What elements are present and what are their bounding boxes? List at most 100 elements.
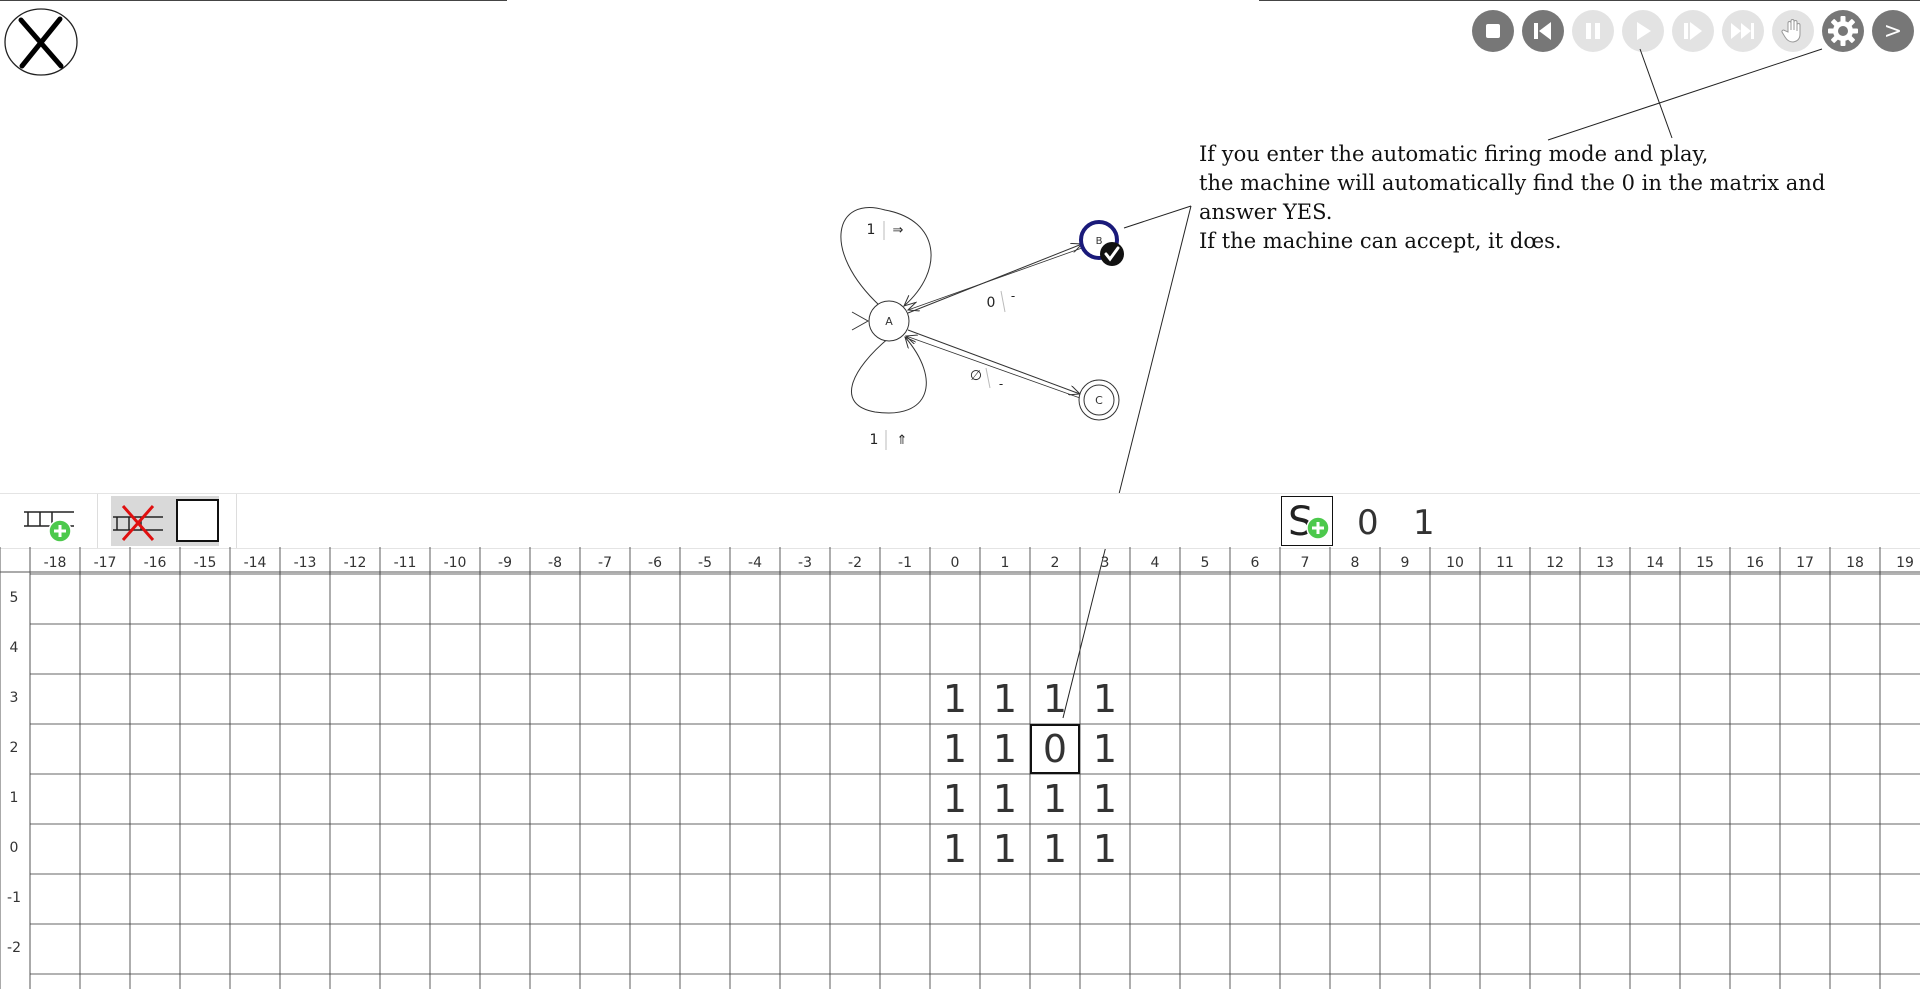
remove-tape-icon <box>113 505 163 541</box>
label-a-b: 0 - <box>987 289 1015 313</box>
tape-cell[interactable]: 1 <box>1092 727 1118 771</box>
label-a-c: ∅ - <box>970 367 1003 391</box>
row-header: 0 <box>9 840 19 856</box>
transition-a-a-bottom[interactable] <box>850 337 927 414</box>
tape-cell[interactable]: 1 <box>942 677 968 721</box>
add-tape-icon <box>24 511 74 543</box>
transition-a-c[interactable] <box>907 329 1080 394</box>
column-header: 4 <box>1150 555 1160 571</box>
state-a[interactable]: A <box>868 300 910 342</box>
column-header: 13 <box>1596 555 1614 571</box>
column-header: 17 <box>1796 555 1814 571</box>
toolbar: S <box>0 493 1920 549</box>
info-line: answer YES. <box>1199 200 1333 224</box>
fast-forward-button[interactable] <box>1722 10 1764 52</box>
column-header: -13 <box>293 555 317 571</box>
info-line: If you enter the automatic firing mode a… <box>1199 142 1709 166</box>
hand-icon <box>1781 19 1801 43</box>
tape-grid[interactable]: -18-17-16-15-14-13-12-11-10-9-8-7-6-5-4-… <box>0 547 1920 989</box>
move-symbol: ⇑ <box>897 433 908 448</box>
row-header: 4 <box>9 640 19 656</box>
state-b[interactable]: B <box>1079 220 1124 266</box>
tape-cell[interactable]: 1 <box>992 827 1018 871</box>
column-header: -4 <box>748 555 762 571</box>
close-button[interactable] <box>3 8 78 76</box>
transition-a-b[interactable] <box>907 244 1082 314</box>
tape-cell[interactable]: 1 <box>1092 827 1118 871</box>
pause-icon <box>1586 23 1600 39</box>
play-button[interactable] <box>1622 10 1664 52</box>
initial-arrow <box>851 311 870 331</box>
column-header: 19 <box>1896 555 1914 571</box>
add-symbol-icon: S <box>1288 499 1330 545</box>
move-symbol: ⇒ <box>893 223 904 238</box>
column-header: -3 <box>798 555 812 571</box>
read-symbol: 1 <box>867 222 876 238</box>
info-line: If the machine can accept, it dœs. <box>1199 229 1562 253</box>
column-header: 7 <box>1300 555 1310 571</box>
alphabet-symbol[interactable]: 1 <box>1413 503 1435 543</box>
column-header: -16 <box>143 555 167 571</box>
tape-cell[interactable]: 1 <box>1092 777 1118 821</box>
pointer-to-head-cell <box>1062 205 1192 719</box>
state-label: C <box>1095 394 1103 407</box>
column-header: 1 <box>1000 555 1010 571</box>
add-tape-button[interactable] <box>22 504 78 544</box>
read-symbol: 0 <box>987 295 996 311</box>
column-header: -6 <box>648 555 662 571</box>
tape-cell[interactable]: 1 <box>1042 677 1068 721</box>
blank-symbol-button[interactable] <box>176 499 219 542</box>
tape-cell[interactable]: 1 <box>1042 827 1068 871</box>
transition-a-a-top[interactable] <box>840 207 932 306</box>
close-x-icon <box>4 8 78 76</box>
add-symbol-button[interactable]: S <box>1281 496 1333 546</box>
settings-button[interactable] <box>1822 10 1864 52</box>
column-header: -7 <box>598 555 612 571</box>
column-header: 15 <box>1696 555 1714 571</box>
column-header: -11 <box>393 555 417 571</box>
check-icon <box>1100 242 1124 266</box>
fast-forward-icon <box>1731 23 1754 39</box>
column-header: 10 <box>1446 555 1464 571</box>
transition-c-a[interactable] <box>906 336 1081 399</box>
column-header: -18 <box>43 555 67 571</box>
step-back-button[interactable] <box>1522 10 1564 52</box>
label-a-a-top: 1 ⇒ <box>867 221 904 240</box>
column-header: 3 <box>1100 555 1110 571</box>
state-c[interactable]: C <box>1078 379 1120 421</box>
tape-cell[interactable]: 1 <box>942 727 968 771</box>
info-line: the machine will automatically find the … <box>1199 171 1826 195</box>
row-header: -2 <box>7 940 21 956</box>
play-icon <box>1637 22 1651 40</box>
column-header: -10 <box>443 555 467 571</box>
state-label: A <box>885 315 893 328</box>
tape-cell[interactable]: 1 <box>1092 677 1118 721</box>
row-header: 3 <box>9 690 19 706</box>
transition-b-a[interactable] <box>908 247 1083 310</box>
column-header: 18 <box>1846 555 1864 571</box>
gear-icon <box>1828 16 1858 46</box>
tape-cell[interactable]: 1 <box>992 677 1018 721</box>
tape-head-cell[interactable]: 0 <box>1030 724 1080 774</box>
tape-cell[interactable]: 1 <box>942 827 968 871</box>
row-header: -1 <box>7 890 21 906</box>
column-header: 12 <box>1546 555 1564 571</box>
step-forward-button[interactable] <box>1672 10 1714 52</box>
column-header: -5 <box>698 555 712 571</box>
column-header: -1 <box>898 555 912 571</box>
next-button[interactable]: > <box>1872 10 1914 52</box>
remove-tape-button[interactable] <box>111 500 165 544</box>
top-divider-left <box>0 0 507 1</box>
read-symbol: ∅ <box>970 368 982 384</box>
stop-icon <box>1486 24 1500 38</box>
alphabet-symbol[interactable]: 0 <box>1357 503 1379 543</box>
column-header: 8 <box>1350 555 1360 571</box>
stop-button[interactable] <box>1472 10 1514 52</box>
pause-button[interactable] <box>1572 10 1614 52</box>
tape-cell[interactable]: 1 <box>942 777 968 821</box>
column-header: -8 <box>548 555 562 571</box>
tape-cell[interactable]: 1 <box>1042 777 1068 821</box>
tape-cell[interactable]: 1 <box>992 777 1018 821</box>
hand-button[interactable] <box>1772 10 1814 52</box>
tape-cell[interactable]: 1 <box>992 727 1018 771</box>
